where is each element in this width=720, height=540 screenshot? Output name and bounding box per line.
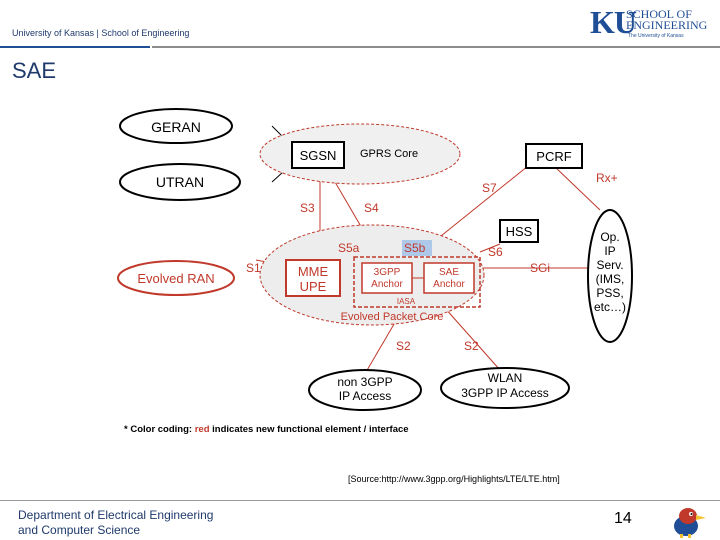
department-line-2: and Computer Science xyxy=(18,523,141,537)
page-number: 14 xyxy=(614,510,632,527)
sae-anchor-line-1: SAE xyxy=(439,267,459,278)
logo-university: The University of Kansas xyxy=(628,33,684,39)
op-ip-line-2: IP xyxy=(604,244,615,258)
interface-sgi-label: SGi xyxy=(530,261,550,275)
sgsn-node xyxy=(291,141,345,169)
note-suffix: indicates new functional element / inter… xyxy=(210,424,409,435)
sae-anchor-line-2: Anchor xyxy=(433,279,465,290)
sae-architecture-diagram: GERAN UTRAN SGSN GPRS Core PCRF HSS Op. … xyxy=(117,108,633,435)
non-3gpp-line-2: IP Access xyxy=(339,389,391,403)
interface-s2-right-label: S2 xyxy=(464,339,479,353)
3gpp-anchor-node xyxy=(361,262,413,294)
wlan-line-2: 3GPP IP Access xyxy=(461,386,549,400)
mme-label: MME xyxy=(298,264,329,279)
op-ip-line-3: Serv. xyxy=(596,258,623,272)
ku-engineering-logo: KU SCHOOL OF ENGINEERING The University … xyxy=(590,6,710,40)
interface-s5a-label: S5a xyxy=(338,241,360,255)
iasa-box xyxy=(353,256,481,308)
upe-label: UPE xyxy=(300,279,327,294)
footer-rule xyxy=(0,500,720,501)
evolved-ran-node xyxy=(117,260,235,296)
interface-s4-label: S4 xyxy=(364,201,379,215)
department-line-1: Department of Electrical Engineering xyxy=(18,508,214,522)
non-3gpp-line-1: non 3GPP xyxy=(337,375,392,389)
note-prefix: * Color coding: xyxy=(124,424,195,435)
interface-s7-label: S7 xyxy=(482,181,497,195)
evolved-ran-label: Evolved RAN xyxy=(137,271,214,286)
op-ip-line-1: Op. xyxy=(600,230,619,244)
evolved-packet-core-label: Evolved Packet Core xyxy=(341,311,444,323)
3gpp-anchor-line-2: Anchor xyxy=(371,279,403,290)
wlan-line-1: WLAN xyxy=(488,371,523,385)
hss-label: HSS xyxy=(506,224,533,239)
logo-school-of: SCHOOL OF xyxy=(626,7,692,21)
non-3gpp-access-node xyxy=(308,369,422,411)
gprs-core-label: GPRS Core xyxy=(360,148,418,160)
sae-anchor-node xyxy=(423,262,475,294)
hss-node xyxy=(499,219,539,243)
mme-upe-node xyxy=(285,259,341,297)
operator-ip-services-node xyxy=(587,209,633,343)
utran-label: UTRAN xyxy=(156,174,204,190)
logo-ku-mark: KU xyxy=(590,4,637,40)
department-name: Department of Electrical Engineering and… xyxy=(18,508,213,538)
pcrf-label: PCRF xyxy=(536,149,571,164)
source-citation: [Source:http://www.3gpp.org/Highlights/L… xyxy=(348,474,560,484)
jayhawk-mascot-icon xyxy=(674,508,706,538)
s5b-highlight xyxy=(402,240,432,256)
interface-s3-label: S3 xyxy=(300,201,315,215)
slide-title: SAE xyxy=(12,58,57,83)
note-red-word: red xyxy=(195,424,210,435)
header-rule xyxy=(0,46,720,48)
interface-rx-label: Rx+ xyxy=(596,171,618,185)
op-ip-line-5: PSS, xyxy=(596,286,623,300)
op-ip-line-6: etc…) xyxy=(594,300,626,314)
iasa-label: IASA xyxy=(397,297,416,306)
pcrf-node xyxy=(525,143,583,169)
color-coding-note: * Color coding: red indicates new functi… xyxy=(124,424,409,435)
institution-name: University of Kansas | School of Enginee… xyxy=(12,28,190,38)
geran-node xyxy=(119,108,233,144)
utran-node xyxy=(119,163,241,201)
3gpp-anchor-line-1: 3GPP xyxy=(374,267,401,278)
interface-s5b-label: S5b xyxy=(404,241,426,255)
logo-engineering: ENGINEERING xyxy=(626,18,708,32)
interface-s2-left-label: S2 xyxy=(396,339,411,353)
op-ip-line-4: (IMS, xyxy=(596,272,625,286)
interface-s1-label: S1 xyxy=(246,261,261,275)
geran-label: GERAN xyxy=(151,119,201,135)
sgsn-label: SGSN xyxy=(300,148,337,163)
interface-s6-label: S6 xyxy=(488,245,503,259)
wlan-access-node xyxy=(440,367,570,409)
